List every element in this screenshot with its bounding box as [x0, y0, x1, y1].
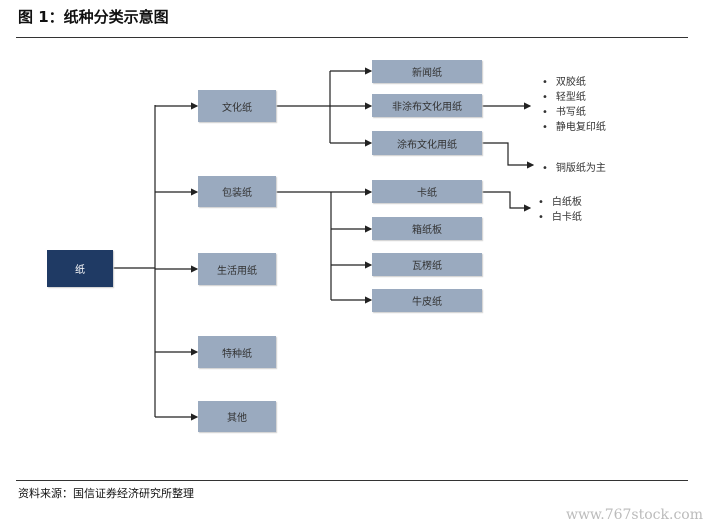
node-containerboard: 箱纸板 — [372, 217, 482, 240]
bullet-item: 双胶纸 — [542, 73, 586, 88]
node-culture-paper: 文化纸 — [198, 90, 276, 122]
bullet-item: 书写纸 — [542, 103, 586, 118]
node-card: 卡纸 — [372, 180, 482, 203]
bullet-item: 白纸板 — [538, 193, 582, 208]
bullet-item: 静电复印纸 — [542, 118, 606, 133]
node-specialty-paper: 特种纸 — [198, 336, 276, 368]
node-paper: 纸 — [47, 250, 113, 287]
bullet-item: 轻型纸 — [542, 88, 586, 103]
node-household-paper: 生活用纸 — [198, 253, 276, 285]
top-divider — [16, 37, 688, 38]
watermark: www.767stock.com — [565, 507, 703, 523]
node-newsprint: 新闻纸 — [372, 60, 482, 83]
node-other: 其他 — [198, 401, 276, 432]
bottom-divider — [16, 480, 688, 481]
bullet-item: 铜版纸为主 — [542, 159, 606, 174]
node-packaging-paper: 包装纸 — [198, 176, 276, 207]
figure-title: 图 1：纸种分类示意图 — [18, 8, 169, 26]
source-note: 资料来源：国信证券经济研究所整理 — [18, 487, 194, 500]
node-coated: 涂布文化用纸 — [372, 131, 482, 155]
node-corrugated: 瓦楞纸 — [372, 253, 482, 276]
node-kraft: 牛皮纸 — [372, 289, 482, 312]
node-uncoated: 非涂布文化用纸 — [372, 94, 482, 117]
bullet-item: 白卡纸 — [538, 208, 582, 223]
